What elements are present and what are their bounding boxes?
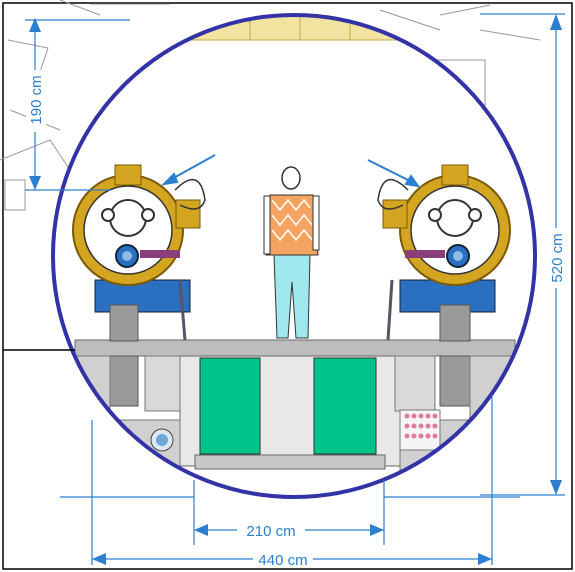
floor-slab [74,339,516,357]
height-top-label: 190 cm [28,75,45,124]
green-cabinet-right [313,357,377,455]
magnet-left [72,164,206,286]
dimension-arrowheads [29,14,562,565]
beam-arrows [161,154,421,188]
tunnel-interior [53,15,535,497]
width-inner-label: 210 cm [246,523,295,540]
magnet-support-left [94,279,191,342]
magnet-support-right [386,279,496,342]
background-sketch [0,0,541,211]
magnet-right [377,164,511,286]
tunnel-wall [51,13,537,499]
width-outer-label: 440 cm [258,552,307,569]
height-total-label: 520 cm [549,233,566,282]
green-cabinet-left [199,357,261,455]
person-figure [263,166,320,339]
